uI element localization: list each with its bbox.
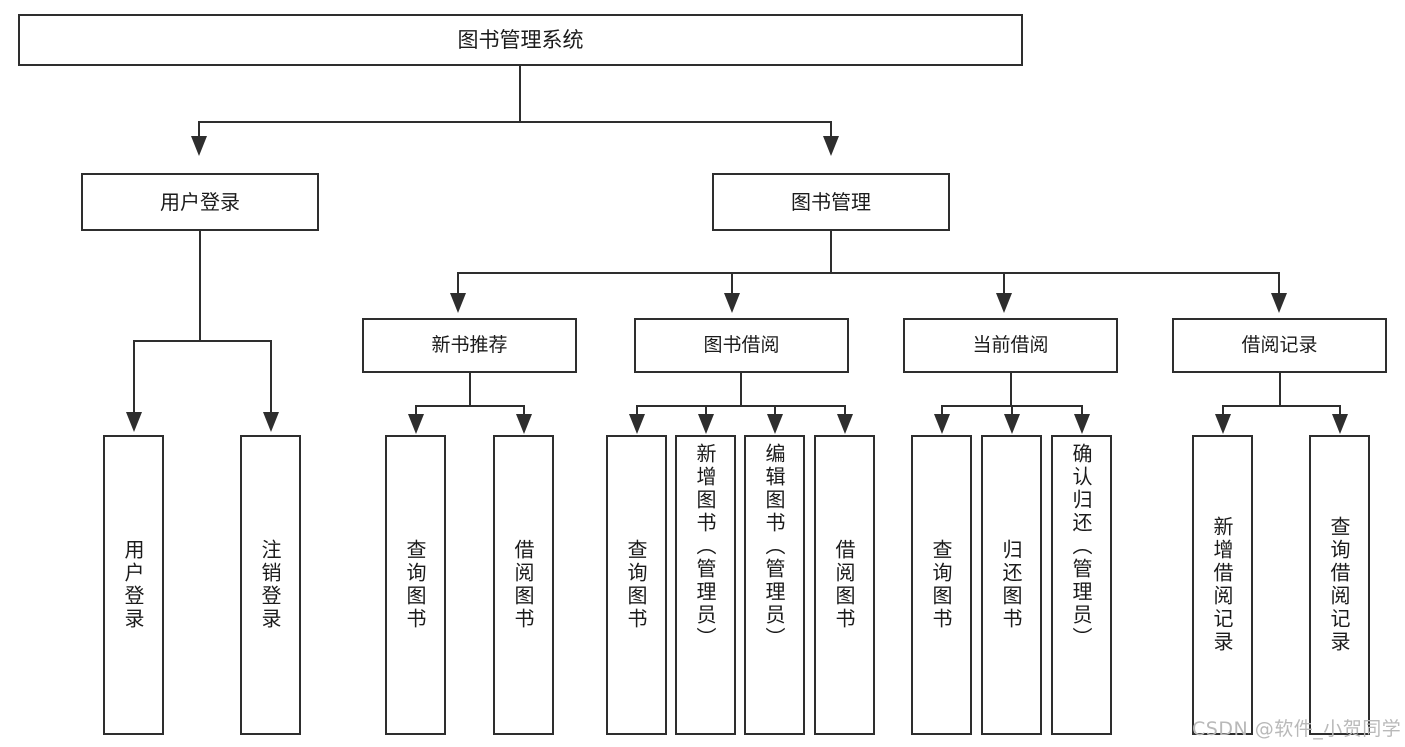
leaf-label: 新增图书（管理员）	[693, 443, 717, 650]
leaf-label: 查询图书	[403, 539, 427, 631]
leaf-user-login[interactable]: 用户登录	[103, 435, 164, 735]
leaf-edit-book-admin[interactable]: 编辑图书（管理员）	[744, 435, 805, 735]
connector-book-borrow-stem	[740, 373, 742, 406]
node-label: 借阅记录	[1241, 333, 1318, 356]
leaf-label: 查询图书	[929, 539, 953, 631]
arrowhead-leaf-edit-book	[767, 414, 783, 434]
leaf-query-book-current[interactable]: 查询图书	[911, 435, 972, 735]
arrowhead-leaf-query-record	[1332, 414, 1348, 434]
arrowhead-leaf-logout	[263, 412, 279, 432]
node-label: 图书借阅	[703, 333, 780, 356]
connector-book-mgmt-bus	[457, 272, 1280, 274]
node-label: 图书管理系统	[457, 27, 584, 52]
connector-borrow-record-stem	[1279, 373, 1281, 406]
arrowhead-leaf-query-book-1	[408, 414, 424, 434]
node-root-system[interactable]: 图书管理系统	[18, 14, 1023, 66]
leaf-label: 新增借阅记录	[1210, 516, 1234, 654]
leaf-label: 编辑图书（管理员）	[762, 443, 786, 650]
connector-borrow-record-drop-1	[1222, 405, 1224, 417]
connector-current-borrow-drop-1	[941, 405, 943, 417]
connector-book-mgmt-drop-1	[457, 272, 459, 296]
connector-book-mgmt-drop-3	[1003, 272, 1005, 296]
arrowhead-leaf-user-login	[126, 412, 142, 432]
leaf-label: 确认归还（管理员）	[1069, 443, 1093, 650]
connector-book-mgmt-drop-2	[731, 272, 733, 296]
connector-user-login-drop-2	[270, 340, 272, 415]
leaf-query-book-borrow[interactable]: 查询图书	[606, 435, 667, 735]
connector-user-login-drop-1	[133, 340, 135, 415]
connector-book-borrow-drop-3	[774, 405, 776, 417]
leaf-label: 注销登录	[258, 539, 282, 631]
node-current-borrow[interactable]: 当前借阅	[903, 318, 1118, 373]
arrowhead-leaf-add-record	[1215, 414, 1231, 434]
leaf-borrow-book-new-rec[interactable]: 借阅图书	[493, 435, 554, 735]
leaf-label: 归还图书	[999, 539, 1023, 631]
arrowhead-leaf-confirm-return	[1074, 414, 1090, 434]
node-label: 当前借阅	[972, 333, 1049, 356]
node-new-book-recommend[interactable]: 新书推荐	[362, 318, 577, 373]
connector-new-book-rec-drop-2	[523, 405, 525, 417]
arrowhead-leaf-query-book-2	[629, 414, 645, 434]
arrowhead-leaf-add-book	[698, 414, 714, 434]
connector-current-borrow-stem	[1010, 373, 1012, 406]
connector-book-mgmt-stem	[830, 231, 832, 273]
connector-current-borrow-drop-2	[1011, 405, 1013, 417]
connector-root-stem	[519, 66, 521, 122]
connector-user-login-bus	[133, 340, 270, 342]
connector-root-to-user-login	[198, 121, 200, 139]
leaf-add-borrow-record[interactable]: 新增借阅记录	[1192, 435, 1253, 735]
arrowhead-root-to-book-mgmt	[823, 136, 839, 156]
connector-current-borrow-drop-3	[1081, 405, 1083, 417]
node-borrow-record[interactable]: 借阅记录	[1172, 318, 1387, 373]
leaf-return-book[interactable]: 归还图书	[981, 435, 1042, 735]
connector-book-borrow-bus	[636, 405, 846, 407]
leaf-query-book-new-rec[interactable]: 查询图书	[385, 435, 446, 735]
leaf-query-borrow-record[interactable]: 查询借阅记录	[1309, 435, 1370, 735]
arrowhead-book-borrow	[724, 293, 740, 313]
node-label: 用户登录	[160, 189, 240, 214]
node-label: 新书推荐	[431, 333, 508, 356]
connector-new-book-rec-drop-1	[415, 405, 417, 417]
connector-root-bus	[198, 121, 832, 123]
connector-book-borrow-drop-2	[705, 405, 707, 417]
connector-borrow-record-bus	[1222, 405, 1339, 407]
leaf-add-book-admin[interactable]: 新增图书（管理员）	[675, 435, 736, 735]
connector-borrow-record-drop-2	[1339, 405, 1341, 417]
leaf-label: 用户登录	[121, 539, 145, 631]
node-user-login[interactable]: 用户登录	[81, 173, 319, 231]
connector-book-borrow-drop-4	[844, 405, 846, 417]
arrowhead-borrow-record	[1271, 293, 1287, 313]
connector-new-book-rec-bus	[415, 405, 525, 407]
connector-root-to-book-mgmt	[830, 121, 832, 139]
arrowhead-root-to-user-login	[191, 136, 207, 156]
node-book-management[interactable]: 图书管理	[712, 173, 950, 231]
arrowhead-leaf-query-book-3	[934, 414, 950, 434]
csdn-watermark: CSDN @软件_小贺同学	[1192, 718, 1402, 740]
leaf-confirm-return-admin[interactable]: 确认归还（管理员）	[1051, 435, 1112, 735]
node-label: 图书管理	[791, 189, 871, 214]
arrowhead-new-book-rec	[450, 293, 466, 313]
leaf-borrow-book-borrow[interactable]: 借阅图书	[814, 435, 875, 735]
connector-new-book-rec-stem	[469, 373, 471, 406]
leaf-label: 借阅图书	[511, 539, 535, 631]
connector-book-mgmt-drop-4	[1278, 272, 1280, 296]
leaf-label: 查询借阅记录	[1327, 516, 1351, 654]
arrowhead-current-borrow	[996, 293, 1012, 313]
arrowhead-leaf-borrow-book-1	[516, 414, 532, 434]
leaf-label: 借阅图书	[832, 539, 856, 631]
arrowhead-leaf-return-book	[1004, 414, 1020, 434]
node-book-borrow[interactable]: 图书借阅	[634, 318, 849, 373]
leaf-logout[interactable]: 注销登录	[240, 435, 301, 735]
arrowhead-leaf-borrow-book-2	[837, 414, 853, 434]
leaf-label: 查询图书	[624, 539, 648, 631]
connector-user-login-stem	[199, 231, 201, 341]
connector-book-borrow-drop-1	[636, 405, 638, 417]
